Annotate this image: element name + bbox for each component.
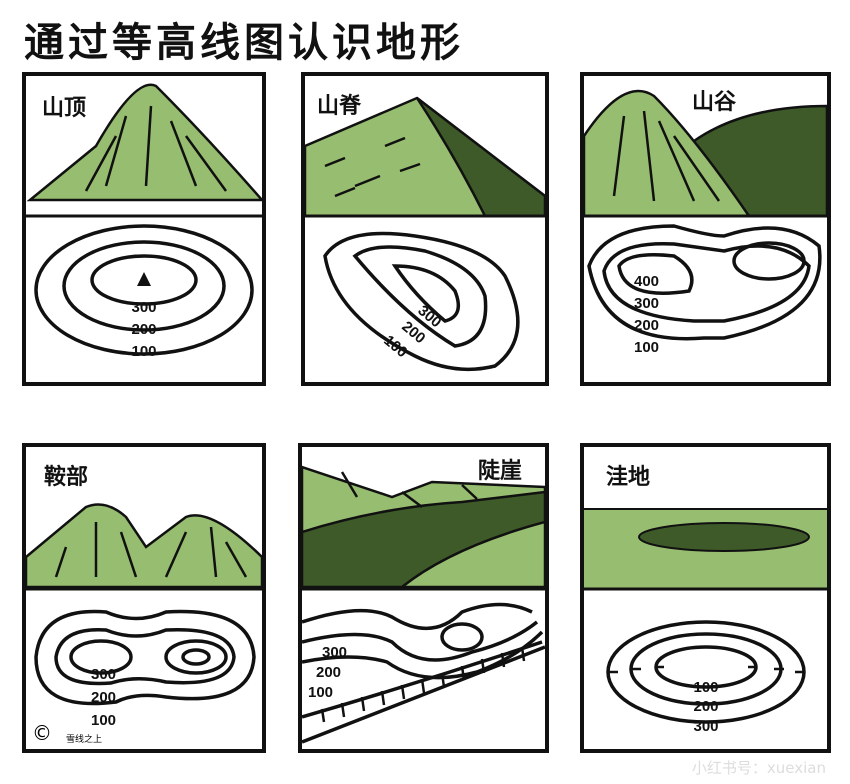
panel-label: 山脊 [317,93,362,119]
panel-saddle: 300 200 100 鞍部 © 雪线之上 [22,443,266,753]
contour-label: 400 [634,273,659,290]
contour-label: 300 [91,666,116,683]
panel-peak: 300 200 100 山顶 [22,72,266,386]
contour-label: 300 [131,299,156,316]
peak-illustration: 300 200 100 [26,83,262,360]
contour-label: 100 [91,712,116,729]
depression-illustration: 100 200 300 [584,508,827,735]
panel-label: 陡崖 [478,458,523,484]
contour-label: 300 [322,644,347,661]
panel-ridge: 300 200 100 山脊 [301,72,549,386]
panel-label: 鞍部 [44,464,89,490]
brand-logo-text: 雪线之上 [66,735,103,745]
panel-label: 山谷 [692,89,737,115]
cliff-illustration: 300 200 100 [302,465,545,744]
panel-valley: 400 300 200 100 山谷 [580,72,831,386]
copyright-mark: © [32,721,52,745]
watermark: 小红书号：xuexian [691,759,826,777]
contour-label: 200 [91,689,116,706]
contour-label: 200 [131,321,156,338]
contour-label: 100 [308,684,333,701]
contour-label: 100 [634,339,659,356]
panel-label: 洼地 [606,464,651,490]
panel-label: 山顶 [42,95,87,121]
contour-label: 200 [693,698,718,715]
panel-depression: 100 200 300 洼地 [580,443,831,753]
panel-cliff: 300 200 100 陡崖 [298,443,549,753]
ridge-illustration: 300 200 100 [305,96,545,372]
contour-label: 300 [693,718,718,735]
contour-label: 300 [634,295,659,312]
saddle-illustration: 300 200 100 [26,503,262,729]
summit-triangle-icon [137,272,151,286]
contour-label: 200 [316,664,341,681]
contour-label: 100 [131,343,156,360]
valley-illustration: 400 300 200 100 [584,89,827,356]
contour-label: 100 [693,679,718,696]
contour-label: 200 [634,317,659,334]
page-title: 通过等高线图认识地形 [24,19,464,66]
